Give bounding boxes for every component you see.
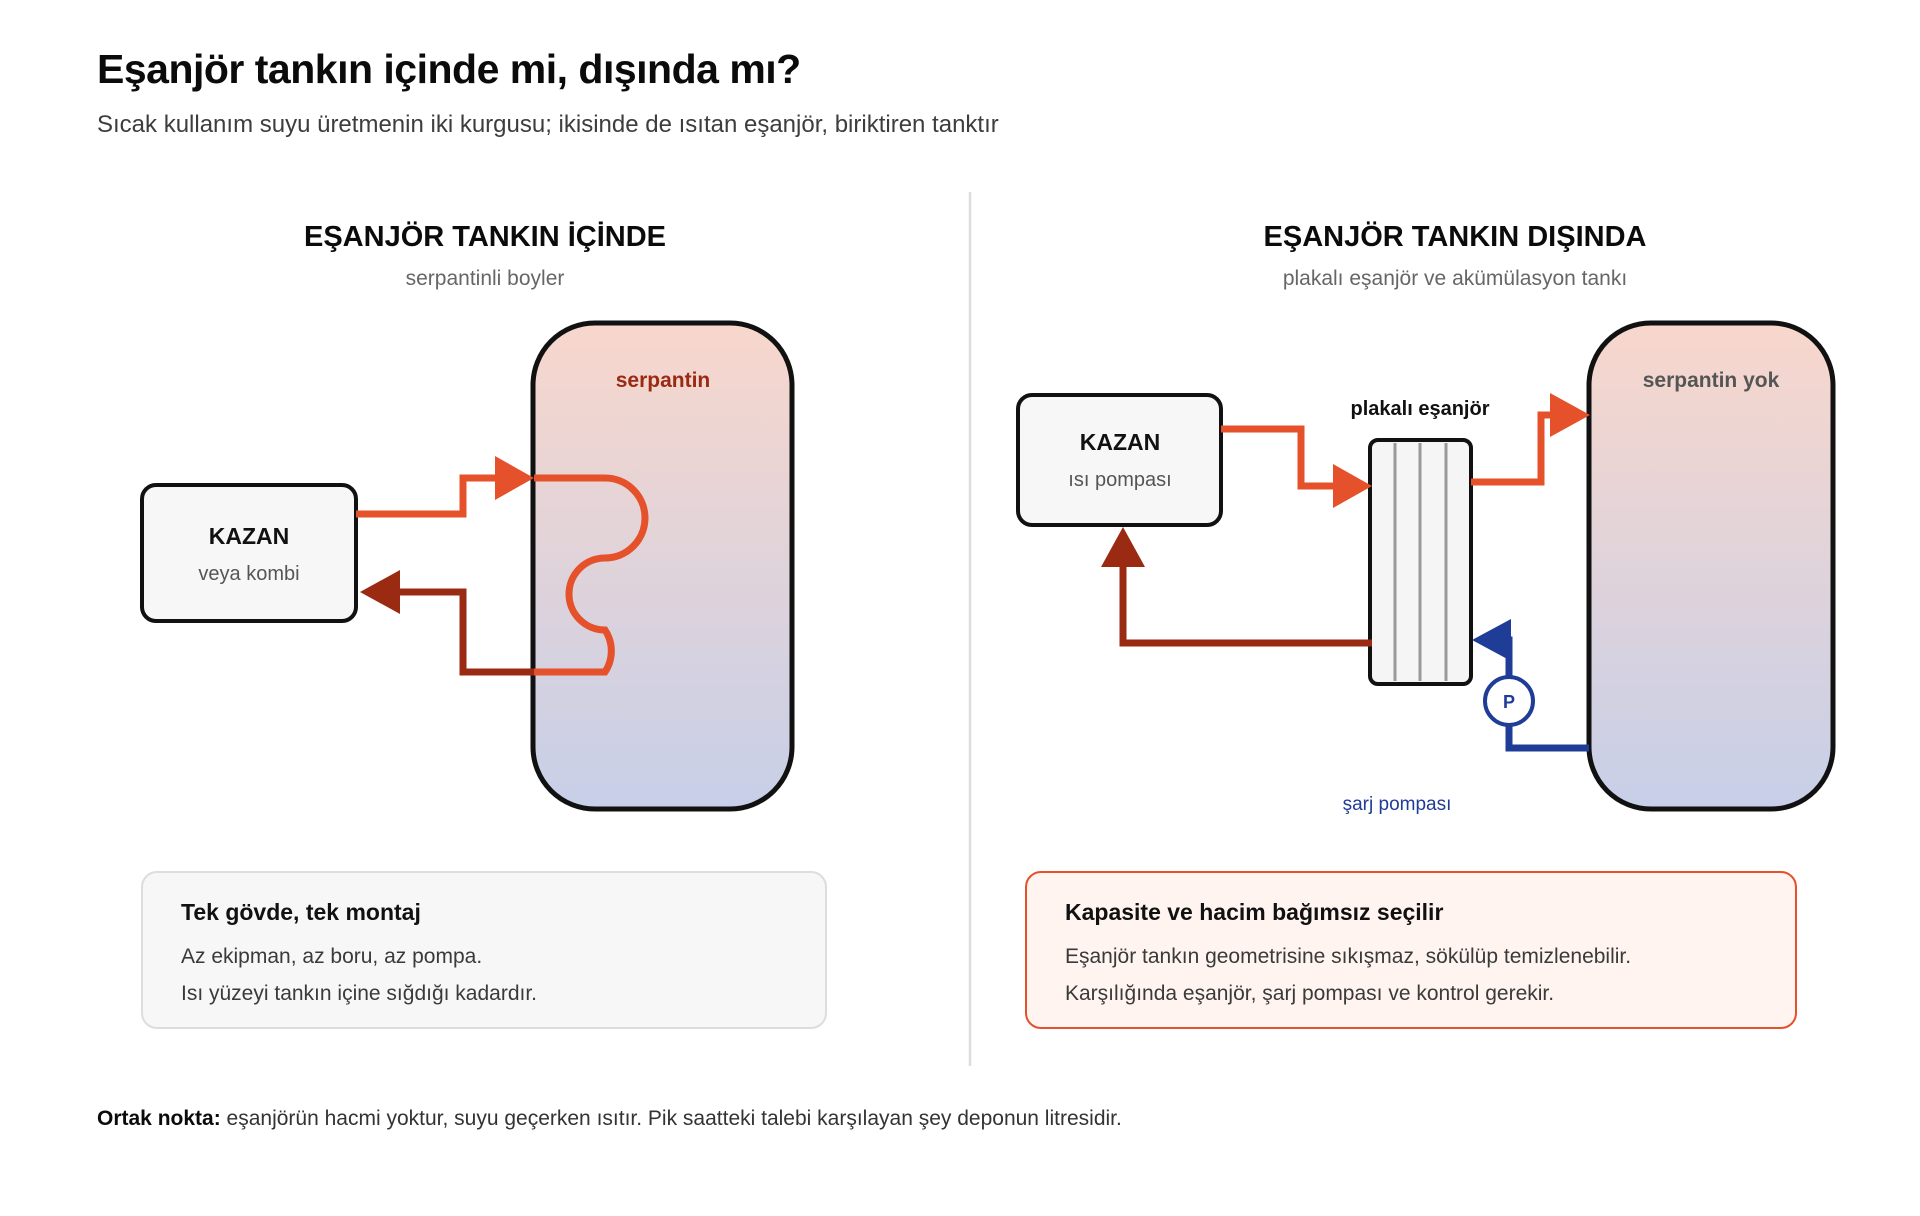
right-boiler-title: KAZAN xyxy=(1080,429,1161,455)
right-boiler-subtitle: ısı pompası xyxy=(1068,469,1171,491)
primary-return-pipe xyxy=(1119,560,1372,647)
left-boiler-subtitle: veya kombi xyxy=(198,563,299,585)
footer-text: eşanjörün hacmi yoktur, suyu geçerken ıs… xyxy=(220,1107,1122,1130)
left-boiler-box xyxy=(140,483,358,623)
page-subtitle: Sıcak kullanım suyu üretmenin iki kurgus… xyxy=(97,111,999,138)
right-note-card: Kapasite ve hacim bağımsız seçilir Eşanj… xyxy=(1025,871,1797,1029)
right-storage-tank xyxy=(1586,320,1836,812)
charge-pump-arrow xyxy=(1472,619,1511,661)
left-heading: EŞANJÖR TANKIN İÇİNDE xyxy=(304,220,666,253)
left-return-arrow xyxy=(360,570,400,614)
charge-pump-icon xyxy=(1483,675,1535,727)
charge-return-pipe xyxy=(1505,722,1589,752)
left-return-pipe xyxy=(392,588,534,676)
left-boiler-title: KAZAN xyxy=(209,523,290,549)
left-storage-tank xyxy=(530,320,795,812)
right-note-title: Kapasite ve hacim bağımsız seçilir xyxy=(1065,899,1444,925)
right-note-line: Eşanjör tankın geometrisine sıkışmaz, sö… xyxy=(1065,945,1632,968)
left-supply-arrow xyxy=(495,456,534,500)
plate-exchanger-label: plakalı eşanjör xyxy=(1351,398,1490,420)
left-note-line: Az ekipman, az boru, az pompa. xyxy=(181,945,483,968)
primary-supply-pipe xyxy=(1221,425,1340,490)
footer-label: Ortak nokta: xyxy=(97,1107,221,1130)
primary-supply-arrow xyxy=(1333,464,1372,508)
right-subheading: plakalı eşanjör ve akümülasyon tankı xyxy=(1283,267,1627,290)
right-boiler-box xyxy=(1016,393,1223,527)
left-note-card: Tek gövde, tek montaj Az ekipman, az bor… xyxy=(141,871,827,1029)
secondary-supply-pipe xyxy=(1471,411,1556,486)
charge-pump-label: şarj pompası xyxy=(1343,794,1452,815)
secondary-supply-arrow xyxy=(1550,393,1590,437)
right-tank-label: serpantin yok xyxy=(1643,369,1780,392)
page-title: Eşanjör tankın içinde mi, dışında mı? xyxy=(97,46,801,92)
right-note-line: Karşılığında eşanjör, şarj pompası ve ko… xyxy=(1065,982,1555,1005)
charge-pump-symbol: P xyxy=(1503,692,1515,712)
left-tank-label: serpantin xyxy=(616,369,711,392)
left-subheading: serpantinli boyler xyxy=(406,267,565,290)
left-supply-pipe xyxy=(356,474,500,518)
serpentine-coil xyxy=(534,474,649,676)
left-note-line: Isı yüzeyi tankın içine sığdığı kadardır… xyxy=(181,982,538,1005)
right-heading: EŞANJÖR TANKIN DIŞINDA xyxy=(1264,220,1647,253)
left-note-title: Tek gövde, tek montaj xyxy=(181,899,421,925)
primary-return-arrow xyxy=(1101,527,1145,567)
footer-note: Ortak nokta: eşanjörün hacmi yoktur, suy… xyxy=(97,1107,1122,1131)
